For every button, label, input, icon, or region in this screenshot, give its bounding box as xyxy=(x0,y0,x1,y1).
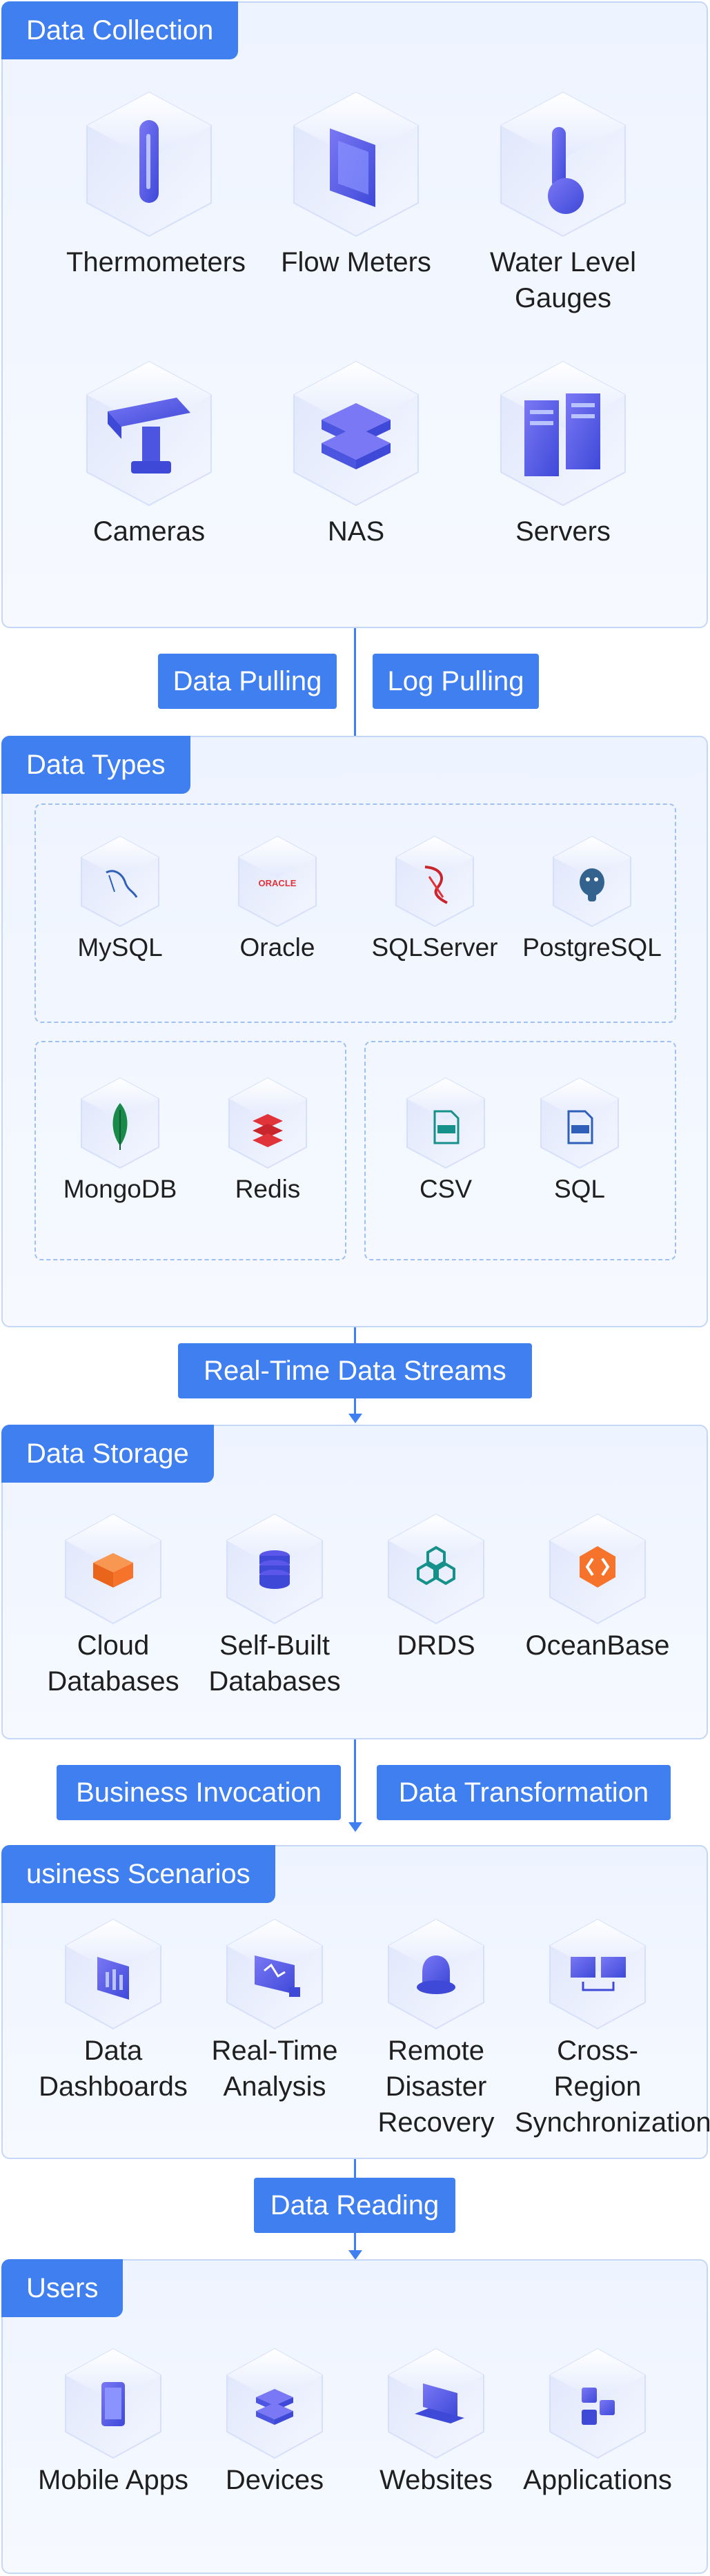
type-item-mysql: MySQL xyxy=(37,834,203,965)
panel-title: usiness Scenarios xyxy=(1,1845,275,1903)
collection-item-flow-meters: Flow Meters xyxy=(273,86,439,280)
sync-icon xyxy=(549,1918,646,2030)
sql-file-icon xyxy=(540,1077,619,1169)
file-format-group xyxy=(364,1041,676,1260)
device-icon xyxy=(226,2348,323,2459)
type-item-sql: SQL xyxy=(497,1075,662,1207)
panel-title: Data Collection xyxy=(1,1,239,59)
arrow-down-icon xyxy=(348,1822,362,1832)
relational-db-group xyxy=(34,803,676,1023)
type-item-redis: Redis xyxy=(185,1075,351,1207)
dashboard-icon xyxy=(65,1918,161,2030)
self-built-database-icon xyxy=(226,1513,323,1625)
tag-log-pulling: Log Pulling xyxy=(373,654,539,709)
business-scenarios-panel: usiness Scenarios Data Dashboards Real-T… xyxy=(1,1845,710,2159)
oracle-icon: ORACLE xyxy=(238,835,317,928)
tag-data-reading: Data Reading xyxy=(254,2178,455,2233)
server-icon xyxy=(500,360,626,507)
nas-icon xyxy=(293,360,419,507)
mongodb-icon xyxy=(81,1077,159,1169)
type-item-csv: CSV xyxy=(363,1075,529,1207)
analysis-icon xyxy=(226,1918,323,2030)
thermometer-icon xyxy=(86,91,212,237)
collection-item-cameras: Cameras xyxy=(66,355,232,549)
arrow-down-icon xyxy=(348,1414,362,1423)
tag-data-transformation: Data Transformation xyxy=(377,1765,671,1820)
scenario-item-remote-disaster-recovery: Remote Disaster Recovery xyxy=(353,1915,519,2140)
panel-title: Users xyxy=(1,2259,124,2317)
flow-meter-icon xyxy=(293,91,419,237)
nosql-db-group xyxy=(34,1041,346,1260)
redis-icon xyxy=(228,1077,307,1169)
storage-item-cloud-databases: Cloud Databases xyxy=(30,1510,196,1699)
water-level-icon xyxy=(500,91,626,237)
sqlserver-icon xyxy=(395,835,474,928)
type-item-oracle: ORACLE Oracle xyxy=(195,834,360,965)
panel-title: Data Storage xyxy=(1,1425,214,1483)
tag-business-invocation: Business Invocation xyxy=(57,1765,341,1820)
user-item-devices: Devices xyxy=(192,2345,357,2498)
disaster-recovery-icon xyxy=(388,1918,484,2030)
storage-item-self-built-databases: Self-Built Databases xyxy=(192,1510,357,1699)
postgresql-icon xyxy=(553,835,631,928)
type-item-sqlserver: SQLServer xyxy=(352,834,517,965)
connector-line xyxy=(354,1739,356,1826)
panel-title: Data Types xyxy=(1,736,190,794)
storage-item-drds: DRDS xyxy=(353,1510,519,1663)
connector-line xyxy=(354,628,356,736)
collection-item-servers: Servers xyxy=(480,355,646,549)
collection-item-water-level-gauges: Water Level Gauges xyxy=(480,86,646,316)
cloud-database-icon xyxy=(65,1513,161,1625)
user-item-applications: Applications xyxy=(515,2345,680,2498)
tag-data-pulling: Data Pulling xyxy=(158,654,337,709)
application-icon xyxy=(549,2348,646,2459)
tag-real-time-data-streams: Real-Time Data Streams xyxy=(178,1343,532,1398)
user-item-websites: Websites xyxy=(353,2345,519,2498)
svg-text:ORACLE: ORACLE xyxy=(259,878,297,888)
mobile-app-icon xyxy=(65,2348,161,2459)
collection-item-nas: NAS xyxy=(273,355,439,549)
csv-file-icon xyxy=(406,1077,485,1169)
type-item-mongodb: MongoDB xyxy=(37,1075,203,1207)
drds-icon xyxy=(388,1513,484,1625)
users-panel: Users Mobile Apps Devices We xyxy=(1,2259,708,2574)
data-collection-panel: Data Collection Thermometers Flow Meters xyxy=(1,1,708,628)
storage-item-oceanbase: OceanBase xyxy=(515,1510,680,1663)
scenario-item-real-time-analysis: Real-Time Analysis xyxy=(192,1915,357,2105)
data-storage-panel: Data Storage Cloud Databases Self-Built … xyxy=(1,1425,708,1739)
arrow-down-icon xyxy=(348,2250,362,2260)
collection-item-thermometers: Thermometers xyxy=(66,86,246,280)
mysql-icon xyxy=(81,835,159,928)
data-types-panel: Data Types MySQL ORACLE Oracle SQLServer xyxy=(1,736,708,1327)
user-item-mobile-apps: Mobile Apps xyxy=(30,2345,196,2498)
type-item-postgresql: PostgreSQL xyxy=(509,834,675,965)
oceanbase-icon xyxy=(549,1513,646,1625)
website-icon xyxy=(388,2348,484,2459)
camera-icon xyxy=(86,360,212,507)
scenario-item-data-dashboards: Data Dashboards xyxy=(30,1915,196,2105)
scenario-item-cross-region-sync: Cross-Region Synchronization xyxy=(515,1915,710,2140)
